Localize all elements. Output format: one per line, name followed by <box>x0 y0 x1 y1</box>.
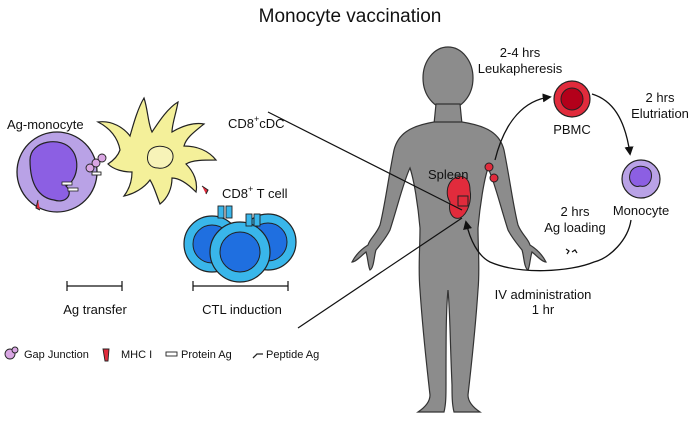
cd8-cdc-label: CD8+cDC <box>228 114 285 131</box>
ag-loading-time: 2 hrs <box>561 204 590 219</box>
monocyte-cell-icon <box>621 159 661 199</box>
gap-junction-legend-icon <box>4 346 19 360</box>
peptide-ag-legend-icon <box>252 353 263 359</box>
ag-transfer-bar <box>66 281 123 291</box>
legend-protein-ag: Protein Ag <box>181 349 232 361</box>
cd8-t-cell-cluster <box>183 205 297 283</box>
iv-administration-time: 1 hr <box>532 302 555 317</box>
pbmc-label: PBMC <box>553 122 591 137</box>
ag-monocyte-label: Ag-monocyte <box>7 117 84 132</box>
zoom-line-top <box>267 111 463 211</box>
spleen-organ <box>446 175 471 219</box>
ctl-induction-label: CTL induction <box>202 302 282 317</box>
legend-mhc: MHC I <box>121 349 152 361</box>
ctl-induction-bar <box>192 281 289 291</box>
iv-administration-arrow <box>463 219 632 272</box>
leukapheresis-arrow <box>494 93 552 161</box>
pbmc-cell-icon <box>553 80 591 118</box>
legend-gap-junction: Gap Junction <box>24 349 89 361</box>
elutriation-arrow <box>591 93 634 156</box>
iv-administration-label: IV administration <box>495 287 592 302</box>
monocyte-label: Monocyte <box>613 203 669 218</box>
ag-monocyte-cell <box>16 131 98 213</box>
ag-loading-icon <box>565 248 578 255</box>
leukapheresis-time: 2-4 hrs <box>500 45 541 60</box>
legend: Gap Junction MHC I Protein Ag Peptide Ag <box>4 346 319 362</box>
diagram-title: Monocyte vaccination <box>259 6 442 27</box>
elutriation-label: Elutriation <box>631 106 689 121</box>
blood-cells-icon <box>484 162 499 183</box>
legend-peptide-ag: Peptide Ag <box>266 349 319 361</box>
mhc-legend-icon <box>102 348 110 362</box>
human-body-silhouette <box>351 46 547 413</box>
leukapheresis-label: Leukapheresis <box>478 61 563 76</box>
spleen-label: Spleen <box>428 167 468 182</box>
ag-transfer-label: Ag transfer <box>63 302 127 317</box>
ag-loading-label: Ag loading <box>544 220 605 235</box>
cd8-cdc-cell <box>96 96 218 205</box>
cd8-t-cell-label: CD8+ T cell <box>222 184 288 201</box>
elutriation-time: 2 hrs <box>646 90 675 105</box>
gap-junction-chain <box>85 153 107 176</box>
protein-ag-legend-icon <box>165 351 178 357</box>
zoom-line-bottom <box>297 217 463 329</box>
